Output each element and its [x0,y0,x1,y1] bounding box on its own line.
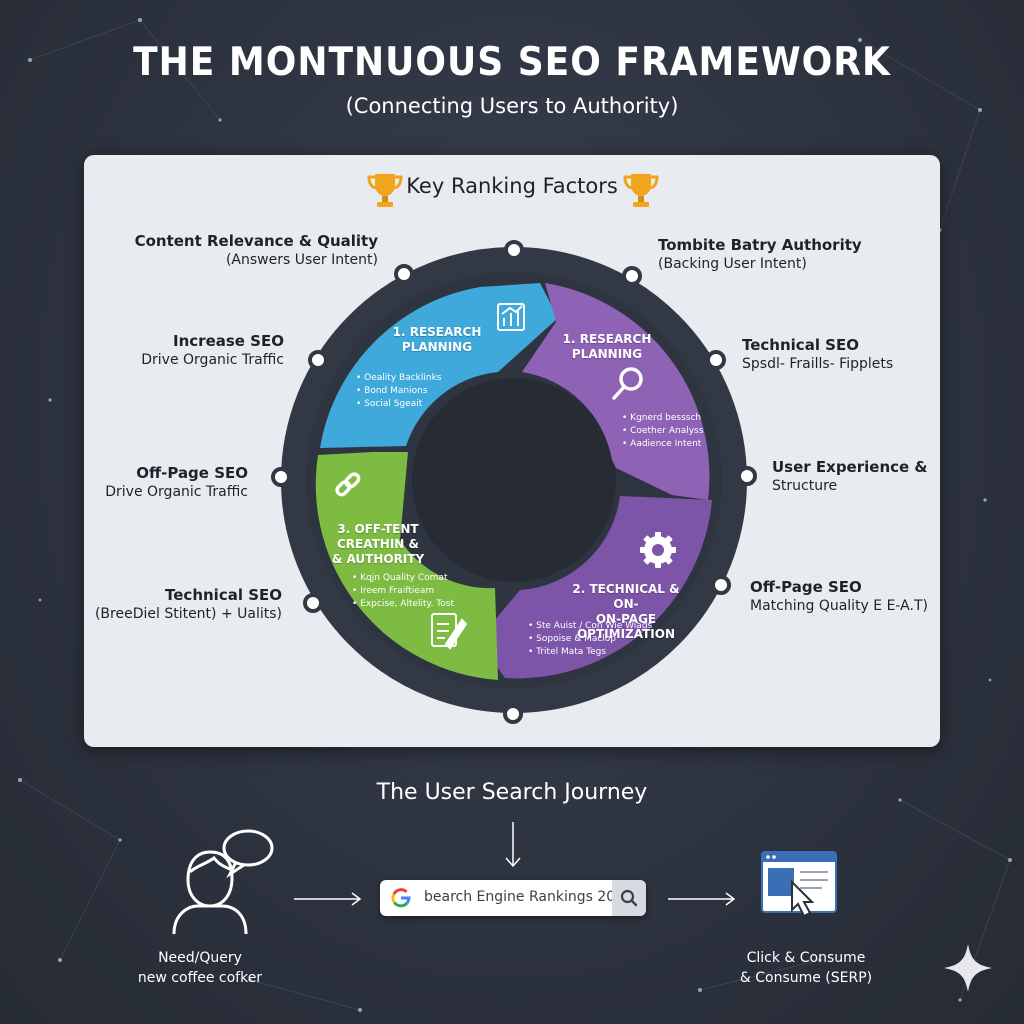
ring-node [303,593,323,613]
down-arrow-icon [505,822,521,868]
need-query-caption: Need/Query new coffee cofker [137,950,263,986]
right-arrow-icon [668,892,736,906]
trophy-icon [623,174,659,207]
ring-node [394,264,414,284]
right-arrow-icon [294,892,362,906]
search-bar[interactable]: bearch Engine Rankings 2024 [380,880,646,916]
browser-click-icon [761,851,837,918]
trophy-icon [367,174,403,207]
key-ranking-title: Key Ranking Factors [406,174,618,198]
sparkle-icon [944,944,992,992]
ring-node [271,467,291,487]
ring-node [504,240,524,260]
speech-bubble-icon [222,829,274,879]
stage-blue-title: 1. RESEARCH PLANNING [392,325,482,354]
page-title: THE MONTNUOUS SEO FRAMEWORK [133,40,891,85]
cycle-center [412,378,616,582]
left-label-off-page-seo: Off-Page SEO Drive Organic Traffic [105,464,248,500]
click-consume-caption: Click & Consume & Consume (SERP) [739,950,873,986]
magnifier-icon [612,367,643,400]
stage-green-title: 3. OFF-TENT CREATHIN & & AUTHORITY [331,522,425,566]
stage-purple-top-title: 1. RESEARCH PLANNING [562,332,652,361]
right-label-user-experience: User Experience & Structure [772,458,928,494]
ring-node [503,704,523,724]
left-label-content-relevance: Content Relevance & Quality (Answers Use… [134,232,378,268]
google-g-icon [391,888,411,908]
bar-chart-icon [497,303,525,331]
ring-node [737,466,757,486]
user-icon [172,850,248,935]
left-label-increase-seo: Increase SEO Drive Organic Traffic [141,332,284,368]
segment-content-green [315,452,498,680]
left-label-technical-seo: Technical SEO (BreeDiel Stitent) + Ualit… [94,586,282,622]
stage-green-list: Kqjn Quality Comat Ireem Fraiftieam Expc… [352,572,454,611]
link-icon [335,472,361,497]
search-icon [620,889,638,907]
search-button[interactable] [612,880,646,916]
journey-title: The User Search Journey [376,780,648,805]
ring-node [622,266,642,286]
stage-blue-list: Oeality Backlinks Bond Manions Social Sg… [356,372,441,411]
checklist-icon [431,613,468,650]
stage-purple-bottom-list: Ste Auist / Con Wie Wiads Sopoise & Macl… [528,620,652,659]
ring-node [711,575,731,595]
right-label-off-page-seo: Off-Page SEO Matching Quality E E-A.T) [750,578,928,614]
search-query-text: bearch Engine Rankings 2024 [424,889,633,905]
ring-node [706,350,726,370]
right-label-authority: Tombite Batry Authority (Backing User In… [658,236,862,272]
stage-purple-top-list: Kgnerd besssch Coether Analyss Aadience … [622,412,703,451]
gear-icon [640,532,676,568]
ring-node [308,350,328,370]
right-label-technical-seo: Technical SEO Spsdl- Fraills- Fipplets [742,336,894,372]
page-subtitle: (Connecting Users to Authority) [345,94,679,118]
